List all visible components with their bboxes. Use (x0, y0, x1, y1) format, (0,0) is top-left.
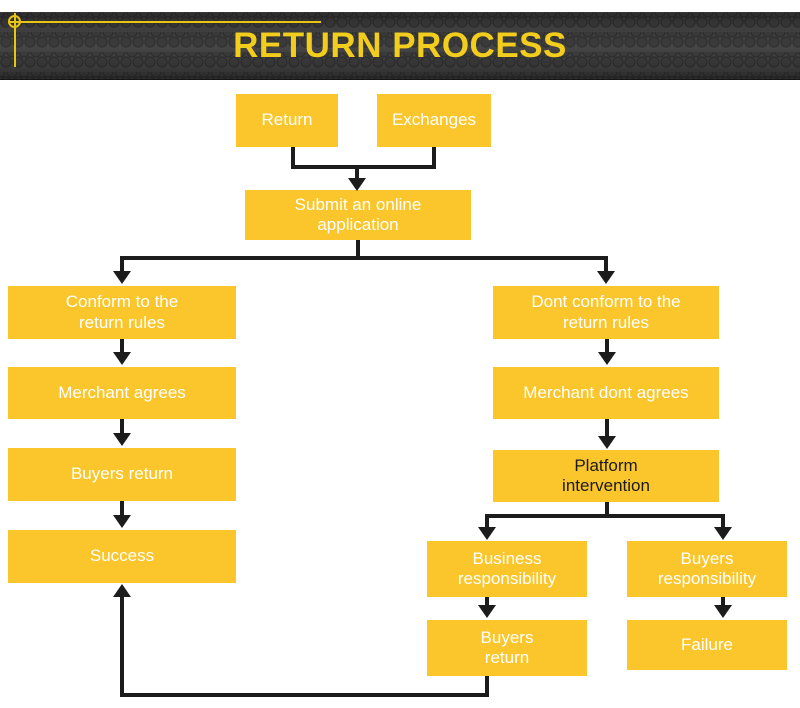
edge-merge-to-submit (355, 165, 359, 183)
edge-submit-to-split (356, 240, 360, 260)
edge-split-bar (120, 256, 608, 260)
arrowhead-to-business-responsibility (478, 527, 496, 540)
arrowhead-to-merchant-dont-agrees (598, 352, 616, 365)
edge-platform-to-split (605, 502, 609, 518)
arrowhead-to-buyers-responsibility (714, 527, 732, 540)
edge-split-to-business-responsibility (485, 514, 489, 528)
edge-merge-bar-top (291, 165, 436, 169)
node-buyers-return-left[interactable]: Buyers return (8, 448, 236, 501)
node-success[interactable]: Success (8, 530, 236, 583)
decorative-horizontal-line (8, 21, 321, 23)
node-exchanges[interactable]: Exchanges (377, 94, 491, 147)
node-merchant-agrees[interactable]: Merchant agrees (8, 367, 236, 419)
node-submit-online-application[interactable]: Submit an online application (245, 190, 471, 240)
header-banner: RETURN PROCESS (0, 12, 800, 80)
node-failure[interactable]: Failure (627, 620, 787, 670)
decorative-crosshair-circle-icon (8, 15, 21, 28)
node-conform-to-return-rules[interactable]: Conform to the return rules (8, 286, 236, 339)
edge-business-responsibility-to-buyers-return (485, 597, 489, 607)
node-merchant-dont-agrees[interactable]: Merchant dont agrees (493, 367, 719, 419)
edge-buyers-responsibility-to-failure (721, 597, 725, 607)
edge-dont-conform-to-merchant-dont-agrees (605, 339, 609, 353)
arrowhead-to-buyers-return-left (113, 433, 131, 446)
edge-conform-to-merchant-agrees (120, 339, 124, 353)
edge-merchant-agrees-to-buyers-return (120, 419, 124, 435)
edge-responsibility-split-bar (485, 514, 725, 518)
edge-feedback-horizontal (120, 693, 489, 697)
arrowhead-to-buyers-return-right (478, 605, 496, 618)
decorative-vertical-line (14, 13, 16, 67)
page-title: RETURN PROCESS (233, 26, 567, 65)
edge-exchanges-to-merge (432, 147, 436, 169)
edge-buyers-return-to-success (120, 501, 124, 517)
arrowhead-to-submit (348, 178, 366, 191)
node-platform-intervention[interactable]: Platform intervention (493, 450, 719, 502)
edge-return-to-merge (291, 147, 295, 169)
node-return[interactable]: Return (236, 94, 338, 147)
arrowhead-to-failure (714, 605, 732, 618)
edge-split-to-conform (120, 256, 124, 274)
arrowhead-to-merchant-agrees (113, 352, 131, 365)
edge-feedback-down (485, 676, 489, 697)
node-buyers-return-right[interactable]: Buyers return (427, 620, 587, 676)
edge-merchant-dont-agrees-to-platform (605, 419, 609, 437)
edge-split-to-buyers-responsibility (721, 514, 725, 528)
arrowhead-to-platform-intervention (598, 436, 616, 449)
arrowhead-to-dont-conform (597, 271, 615, 284)
node-business-responsibility[interactable]: Business responsibility (427, 541, 587, 597)
edge-feedback-up (120, 596, 124, 693)
node-dont-conform-to-return-rules[interactable]: Dont conform to the return rules (493, 286, 719, 339)
arrowhead-to-conform (113, 271, 131, 284)
arrowhead-to-success (113, 515, 131, 528)
node-buyers-responsibility[interactable]: Buyers responsibility (627, 541, 787, 597)
edge-split-to-dont-conform (604, 256, 608, 274)
arrowhead-feedback-to-success (113, 584, 131, 597)
